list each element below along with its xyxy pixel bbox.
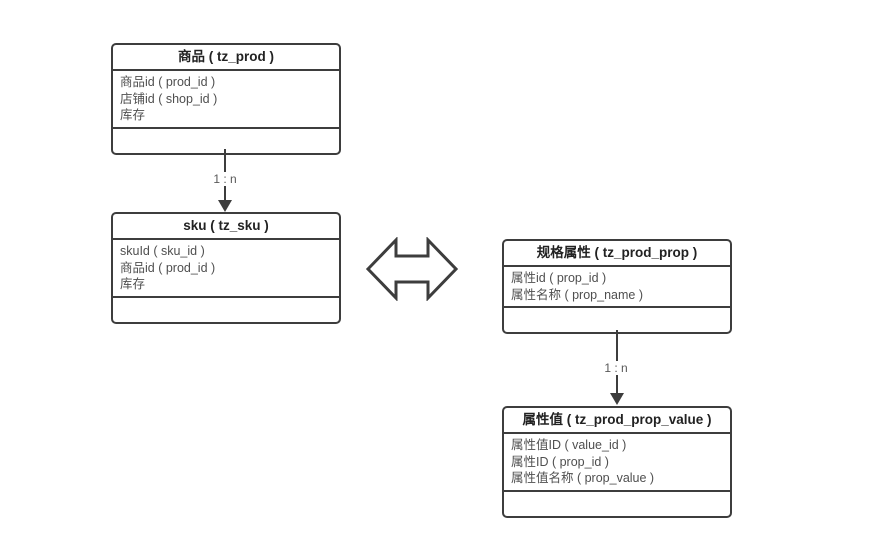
field-sku-id: skuId ( sku_id ) xyxy=(120,244,205,258)
field-sku-stock: 库存 xyxy=(120,277,146,291)
entity-title-prod: 商品 ( tz_prod ) xyxy=(113,45,339,71)
entity-footer-prop xyxy=(504,308,730,332)
field-prod-stock: 库存 xyxy=(120,108,146,122)
entity-title-prop: 规格属性 ( tz_prod_prop ) xyxy=(504,241,730,267)
entity-footer-value xyxy=(504,492,730,516)
left-right-double-arrow-icon xyxy=(366,237,458,301)
entity-fields-sku: skuId ( sku_id ) 商品id ( prod_id ) 库存 xyxy=(113,240,339,298)
field-prod-id: 商品id ( prod_id ) xyxy=(120,75,216,89)
connector-prod-to-sku-label: 1 : n xyxy=(210,172,240,186)
field-value-prop-id: 属性ID ( prop_id ) xyxy=(511,454,609,469)
field-prop-id: 属性id ( prop_id ) xyxy=(511,271,607,285)
field-shop-id: 店铺id ( shop_id ) xyxy=(120,91,218,106)
entity-footer-prod xyxy=(113,129,339,153)
field-sku-prod-id: 商品id ( prod_id ) xyxy=(120,260,216,275)
field-value-id: 属性值ID ( value_id ) xyxy=(511,438,627,452)
entity-title-value: 属性值 ( tz_prod_prop_value ) xyxy=(504,408,730,434)
entity-footer-sku xyxy=(113,298,339,322)
connector-prop-to-value-arrowhead-icon xyxy=(610,393,624,405)
entity-fields-value: 属性值ID ( value_id ) 属性ID ( prop_id ) 属性值名… xyxy=(504,434,730,492)
entity-fields-prop: 属性id ( prop_id ) 属性名称 ( prop_name ) xyxy=(504,267,730,308)
entity-table-prod: 商品 ( tz_prod ) 商品id ( prod_id ) 店铺id ( s… xyxy=(111,43,341,155)
entity-table-sku: sku ( tz_sku ) skuId ( sku_id ) 商品id ( p… xyxy=(111,212,341,324)
entity-title-sku: sku ( tz_sku ) xyxy=(113,214,339,240)
field-value-name: 属性值名称 ( prop_value ) xyxy=(511,471,655,485)
entity-table-prop: 规格属性 ( tz_prod_prop ) 属性id ( prop_id ) 属… xyxy=(502,239,732,334)
connector-prod-to-sku-arrowhead-icon xyxy=(218,200,232,212)
entity-fields-prod: 商品id ( prod_id ) 店铺id ( shop_id ) 库存 xyxy=(113,71,339,129)
entity-table-value: 属性值 ( tz_prod_prop_value ) 属性值ID ( value… xyxy=(502,406,732,518)
connector-prop-to-value-label: 1 : n xyxy=(601,361,631,375)
field-prop-name: 属性名称 ( prop_name ) xyxy=(511,287,643,302)
